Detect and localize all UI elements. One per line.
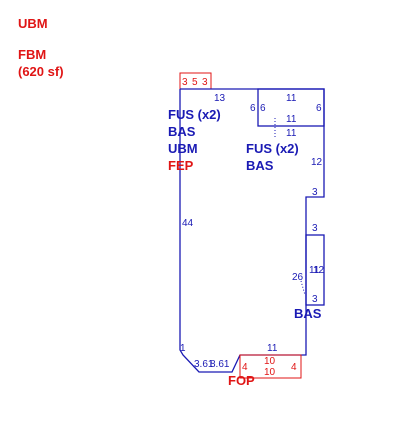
dim-right-lower-a: 11 bbox=[309, 265, 320, 276]
dim-bottom-box-mid: 10 bbox=[264, 367, 276, 378]
area-right-1: FUS (x2) bbox=[246, 141, 299, 156]
legend-fbm-area: (620 sf) bbox=[18, 64, 64, 79]
area-bottom: FOP bbox=[228, 373, 255, 388]
dim-right-lower-inner: 26 bbox=[292, 272, 304, 283]
dim-right-lower-top: 3 bbox=[312, 223, 318, 234]
dim-top-box-1: 3 bbox=[182, 77, 188, 88]
area-lower-right: BAS bbox=[294, 306, 322, 321]
dim-bottom-edge: 11 bbox=[267, 343, 278, 354]
upper-right-room bbox=[257, 88, 325, 127]
area-main-4: FEP bbox=[168, 158, 194, 173]
dim-upper-mid: 11 bbox=[286, 114, 297, 125]
legend-ubm: UBM bbox=[18, 16, 48, 31]
dim-left: 44 bbox=[182, 218, 194, 229]
dim-top-box-3: 3 bbox=[202, 77, 208, 88]
dim-bottom-box-left: 4 bbox=[242, 362, 248, 373]
dim-right-upper: 12 bbox=[311, 157, 323, 168]
dim-top-edge: 13 bbox=[214, 93, 226, 104]
dim-right-lower-b: 12 bbox=[313, 265, 325, 276]
dim-right-lower-bottom: 3 bbox=[312, 294, 318, 305]
area-main-3: UBM bbox=[168, 141, 198, 156]
legend-fbm: FBM bbox=[18, 47, 46, 62]
dim-right-step: 3 bbox=[312, 187, 318, 198]
dim-upper-top: 11 bbox=[286, 93, 297, 104]
dim-bottom-box-right: 4 bbox=[291, 362, 297, 373]
area-main-2: BAS bbox=[168, 124, 196, 139]
dim-upper-a: 6 bbox=[250, 103, 256, 114]
dim-bottom-left: 1 bbox=[180, 343, 186, 354]
lower-right-room bbox=[305, 234, 325, 306]
main-outline bbox=[179, 88, 325, 373]
dim-bottom-a: 3.61 bbox=[194, 359, 214, 370]
area-main-1: FUS (x2) bbox=[168, 107, 221, 122]
dim-bottom-box-top: 10 bbox=[264, 356, 276, 367]
area-right-2: BAS bbox=[246, 158, 274, 173]
leader-lower bbox=[300, 280, 306, 296]
bottom-red-box bbox=[239, 354, 302, 379]
dim-upper-b: 6 bbox=[260, 103, 266, 114]
dim-bottom-b: 8.61 bbox=[210, 359, 230, 370]
dim-upper-inner: 11 bbox=[286, 128, 297, 139]
dim-top-box-2: 5 bbox=[192, 77, 198, 88]
dim-upper-right: 6 bbox=[316, 103, 322, 114]
